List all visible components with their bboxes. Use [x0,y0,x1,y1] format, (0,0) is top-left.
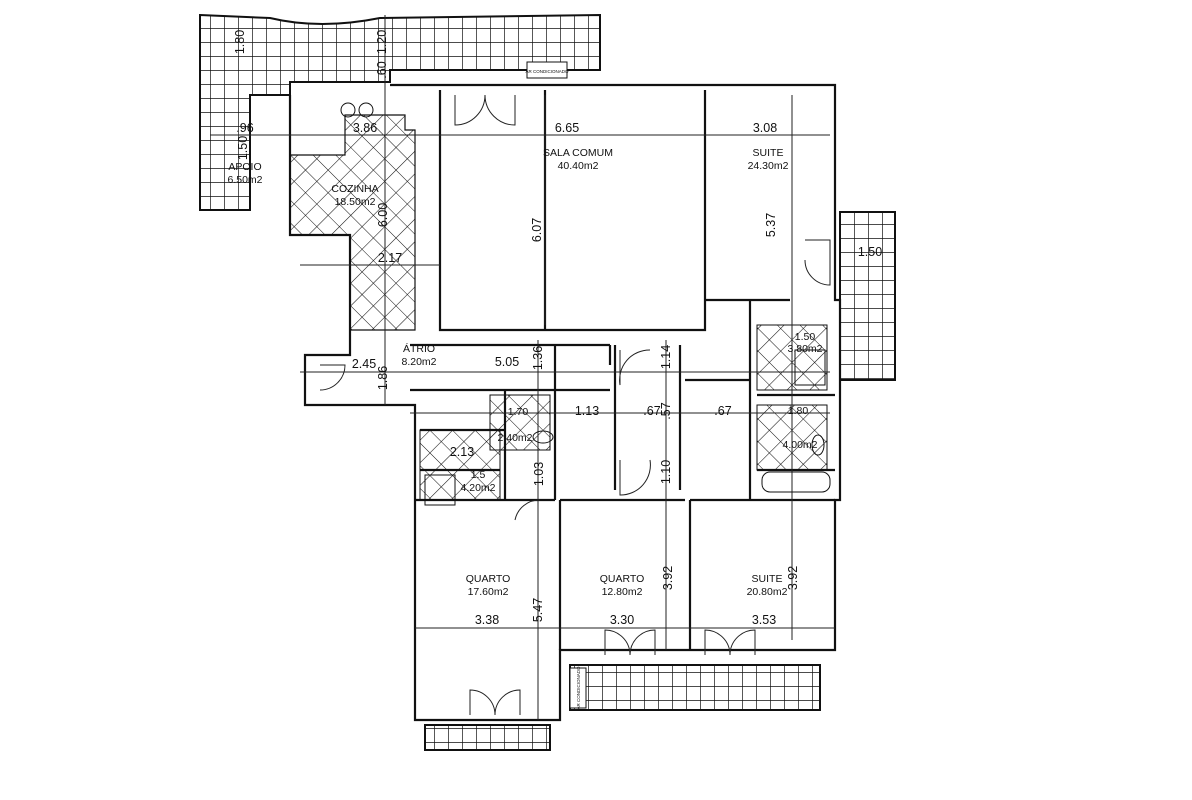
room-quarto2-name: QUARTO [600,573,645,585]
ac-unit-north [526,61,568,79]
dimension-label: 1.50 [858,245,882,259]
exterior-walls [288,83,842,722]
door-swings [319,94,831,716]
shower-icon [794,349,826,386]
room-quarto1-name: QUARTO [466,573,511,585]
room-wc3-area: 4.20m2 [460,482,495,494]
terrace-south [569,664,821,711]
dimension-label: 1.03 [532,462,546,486]
dimension-label: 3.38 [475,613,499,627]
terrace-quarto [424,724,551,751]
room-wc2-dim: 1.70 [508,406,529,418]
room-suite2-name: SUITE [752,573,783,585]
dimension-label: 1.13 [575,404,599,418]
dimension-label: 3.53 [752,613,776,627]
dimension-label: 1.14 [659,345,673,369]
dimension-label: 6.00 [376,203,390,227]
stove-burner-icon [340,102,356,118]
dimension-label: 3.86 [353,121,377,135]
washbasin-icon [811,434,825,456]
room-atrio-area: 8.20m2 [401,356,436,368]
dimension-lines [210,15,835,720]
ac-label-north: AR CONDICIONADO [525,69,569,74]
room-atrio-name: ÁTRIO [403,342,435,355]
room-suite1-name: SUITE [753,147,784,159]
dimension-label: 3.30 [610,613,634,627]
dimension-label: 3.92 [786,566,800,590]
dimension-label: 3.92 [661,566,675,590]
dimension-label: 1.20 [375,30,389,54]
terrace-east [839,211,896,381]
shower-icon [424,474,456,506]
dimension-label: 5.47 [531,598,545,622]
dimension-label: 2.17 [378,251,402,265]
room-wc2-area: 2.40m2 [497,432,532,444]
kitchen-floor [289,114,416,331]
dimension-label: 3.08 [753,121,777,135]
dimension-label: 6.07 [530,218,544,242]
dimension-label: .67 [714,404,731,418]
room-quarto1-area: 17.60m2 [468,586,509,598]
dimension-label: 2.45 [352,357,376,371]
dimension-label: 1.10 [659,460,673,484]
dimension-label: 6.65 [555,121,579,135]
room-apoio-area: 6.50m2 [227,174,262,186]
dimension-label: .96 [236,121,253,135]
ac-unit-south [569,667,587,709]
room-wc4-dim: 1.80 [788,405,809,417]
room-sala-name: SALA COMUM [543,147,613,159]
ac-label-south: AR CONDICIONADO [576,666,581,710]
room-quarto2-area: 12.80m2 [602,586,643,598]
room-apoio-name: APOIO [228,161,261,173]
dimension-label: 5.37 [764,213,778,237]
room-suite1-area: 24.30m2 [748,160,789,172]
washbasin-icon [532,430,554,444]
room-sala-area: 40.40m2 [558,160,599,172]
dimension-label: .67 [643,404,660,418]
dimension-label: 2.13 [450,445,474,459]
room-cozinha-area: 18.50m2 [335,196,376,208]
room-suite2-area: 20.80m2 [747,586,788,598]
room-wc1-area: 3.80m2 [787,343,822,355]
room-wc4-area: 4.00m2 [782,439,817,451]
dimension-label: 1.80 [233,30,247,54]
bath-floor-4 [419,429,501,501]
dimension-label: .57 [659,402,673,419]
room-wc1-dim: 1.50 [795,331,816,343]
stove-burner-icon [358,102,374,118]
bathtub-icon [761,471,831,493]
room-wc3-dim: 1.5 [471,469,486,481]
dimension-label: 1.86 [376,366,390,390]
dimension-label: 1.50 [236,136,250,160]
room-cozinha-name: COZINHA [331,183,378,195]
dimension-label: .60 [375,61,389,78]
dimension-label: 5.05 [495,355,519,369]
dimension-label: 1.36 [531,346,545,370]
